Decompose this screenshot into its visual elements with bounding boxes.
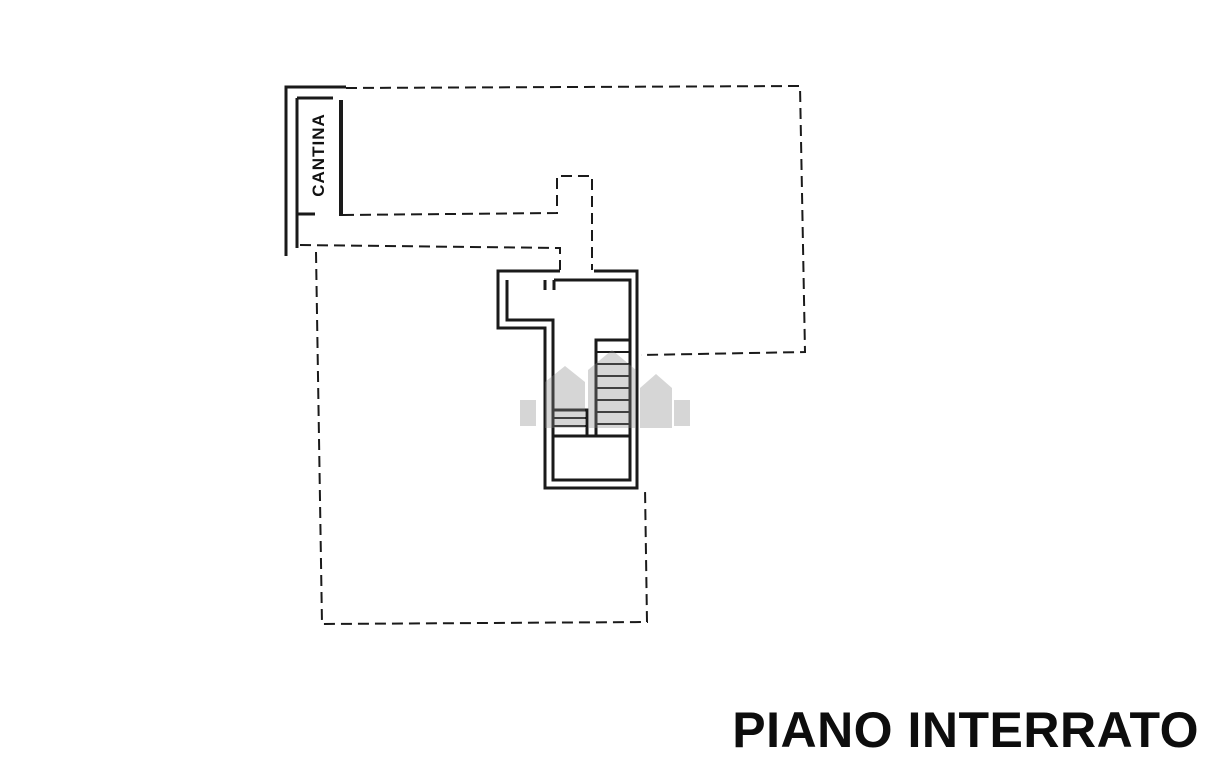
watermark-logo: [520, 350, 690, 428]
corridor-lower-dashed-line: [299, 244, 561, 270]
plan-title: PIANO INTERRATO: [732, 702, 1199, 758]
corridor-dashed-outline: [342, 175, 593, 270]
stair-core-door-jamb: [543, 280, 556, 290]
stair-core-inner-wall: [505, 278, 632, 482]
upper-dashed-outline: [345, 84, 807, 356]
lower-dashed-outline: [315, 251, 649, 626]
room-label-cantina: CANTINA: [309, 113, 328, 197]
staircase: [553, 338, 632, 438]
stair-core-outer-wall: [496, 269, 639, 490]
cantina-outer-wall: [284, 85, 346, 256]
